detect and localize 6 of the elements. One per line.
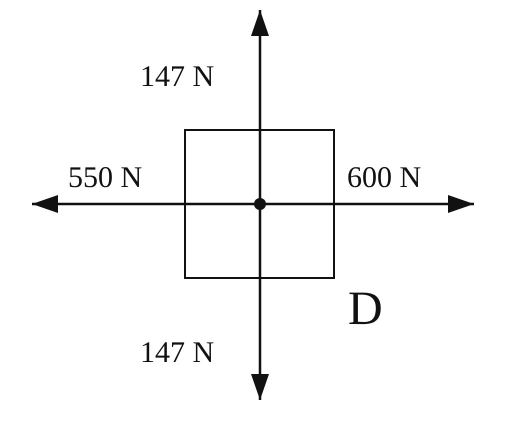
- box: [184, 129, 335, 279]
- force-label: 147 N: [140, 60, 214, 94]
- force-label: 147 N: [140, 336, 214, 370]
- force-label: 600 N: [347, 161, 422, 195]
- point-label: D: [348, 283, 383, 335]
- force-label: 550 N: [68, 161, 142, 195]
